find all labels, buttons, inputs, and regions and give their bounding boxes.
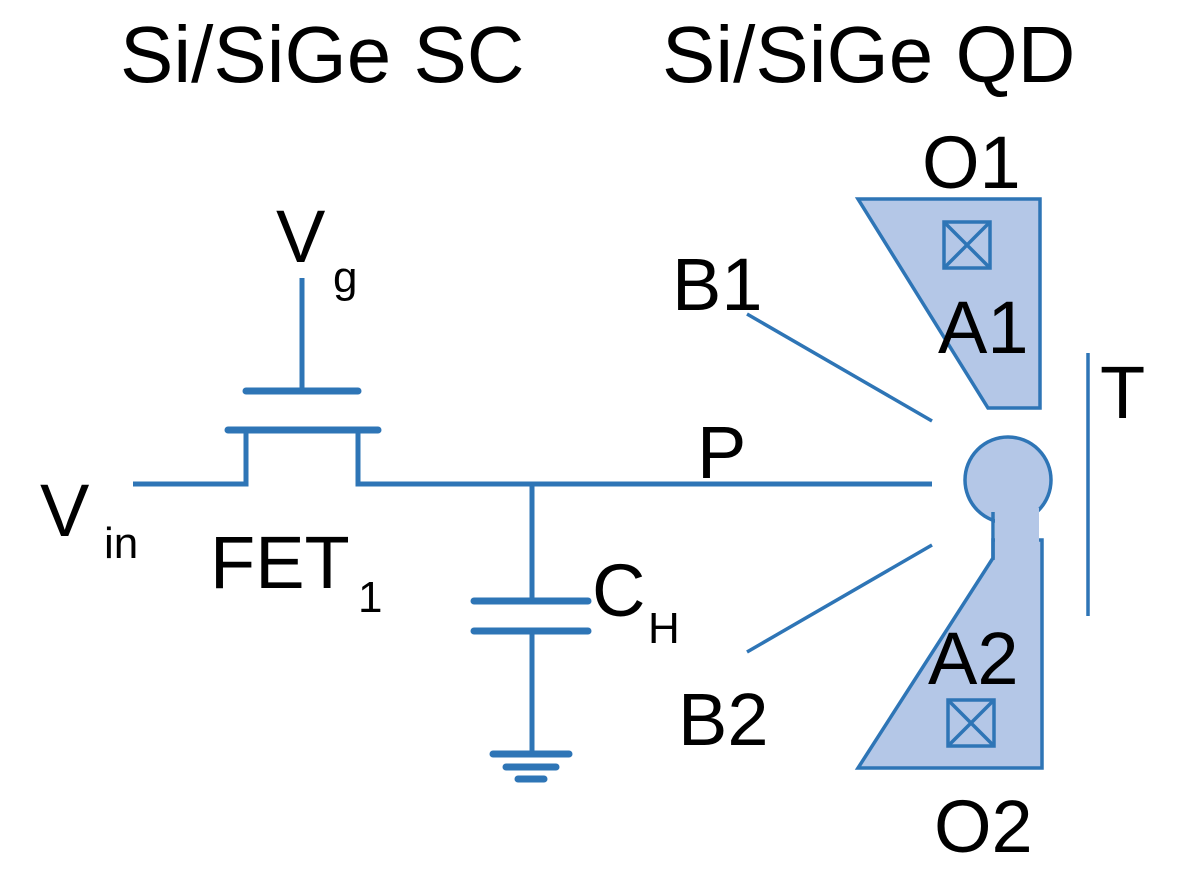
label-vin: V: [40, 469, 90, 552]
barrier-gate-b2: [746, 543, 933, 654]
label-vin-subscript: in: [104, 519, 138, 568]
label-o2: O2: [934, 785, 1033, 868]
plunger-wire: [355, 430, 932, 487]
hold-capacitor: [470, 484, 592, 754]
ohmic-o1-square: [942, 220, 992, 270]
fet-transistor: [133, 278, 932, 487]
accumulation-gate-a1: [854, 197, 1042, 410]
ohmic-o2-cross-b: [946, 698, 996, 748]
title-si-sige-sc: Si/SiGe SC: [120, 10, 525, 99]
ground-symbol: [489, 750, 573, 783]
ohmic-contact-o1-box: [942, 220, 992, 270]
label-ch: C: [592, 549, 645, 632]
label-p: P: [697, 411, 746, 494]
label-fet: FET: [210, 521, 350, 604]
title-si-sige-qd: Si/SiGe QD: [662, 10, 1075, 99]
source-lead: [133, 430, 249, 487]
label-ch-subscript: H: [648, 604, 680, 653]
label-a2: A2: [928, 617, 1019, 700]
ohmic-o2-square: [946, 698, 996, 748]
label-vg: V: [276, 195, 326, 278]
barrier-gate-b1: [746, 312, 933, 423]
dot-neck-fill: [995, 508, 1039, 548]
label-fet-subscript: 1: [358, 573, 382, 622]
ohmic-contact-o2-box: [946, 698, 996, 748]
label-t: T: [1100, 351, 1145, 434]
label-a1: A1: [938, 286, 1029, 369]
label-vg-subscript: g: [333, 253, 357, 302]
ohmic-o1-cross-b: [942, 220, 992, 270]
label-b1: B1: [672, 243, 763, 326]
label-o1: O1: [922, 121, 1021, 204]
label-b2: B2: [678, 678, 769, 761]
